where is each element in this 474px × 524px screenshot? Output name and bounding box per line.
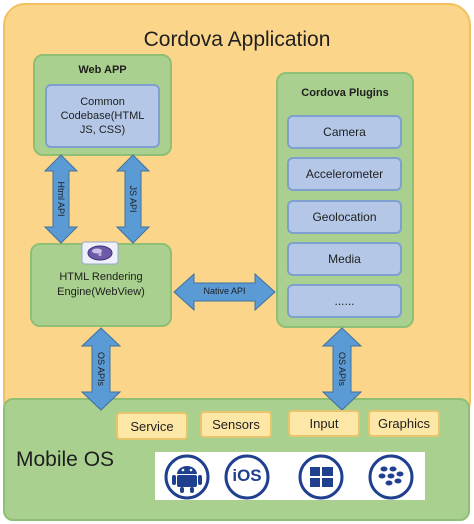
ios-logo: iOS (221, 454, 273, 500)
plugin-accelerometer: Accelerometer (287, 157, 402, 191)
common-codebase-box: Common Codebase(HTML JS, CSS) (45, 84, 160, 148)
os-apis-right-label: OS APIs (337, 351, 347, 387)
ios-logo-text: iOS (232, 466, 262, 485)
plugin-camera-label: Camera (323, 125, 366, 139)
js-api-arrow (115, 154, 151, 244)
plugin-camera: Camera (287, 115, 402, 149)
html-api-label: Html API (56, 181, 66, 217)
plugin-more-label: ...... (334, 294, 355, 308)
plugin-media: Media (287, 242, 402, 276)
sensors-box: Sensors (200, 411, 272, 438)
native-api-label: Native API (203, 286, 246, 296)
mobile-os-title: Mobile OS (16, 448, 115, 471)
web-app-title: Web APP (78, 64, 127, 76)
html-api-arrow (43, 154, 79, 244)
android-icon (161, 454, 213, 500)
native-api-arrow (173, 272, 276, 312)
sensors-label: Sensors (212, 417, 260, 432)
html-rendering-engine-label: HTML Rendering Engine(WebView) (57, 271, 145, 298)
os-apis-left-label: OS APIs (96, 351, 106, 387)
cordova-plugins-title: Cordova Plugins (301, 87, 389, 99)
graphics-box: Graphics (368, 410, 440, 437)
service-label: Service (130, 418, 174, 434)
common-codebase-label: Common Codebase(HTML JS, CSS) (60, 96, 145, 136)
plugin-geolocation: Geolocation (287, 200, 402, 234)
graphics-label: Graphics (377, 416, 431, 431)
service-box: Service (116, 412, 188, 440)
js-api-label: JS API (128, 185, 138, 213)
blackberry-logo (365, 454, 417, 500)
cordova-application-title: Cordova Application (143, 28, 331, 51)
plugin-media-label: Media (328, 252, 361, 266)
windows-logo (295, 454, 347, 500)
webview-icon: e (80, 240, 120, 266)
plugin-geolocation-label: Geolocation (312, 210, 377, 224)
input-box: Input (288, 410, 360, 437)
input-label: Input (309, 416, 339, 431)
os-apis-left-arrow (80, 327, 122, 411)
svg-text:e: e (98, 252, 102, 258)
plugin-accelerometer-label: Accelerometer (305, 167, 384, 181)
plugin-more: ...... (287, 284, 402, 318)
